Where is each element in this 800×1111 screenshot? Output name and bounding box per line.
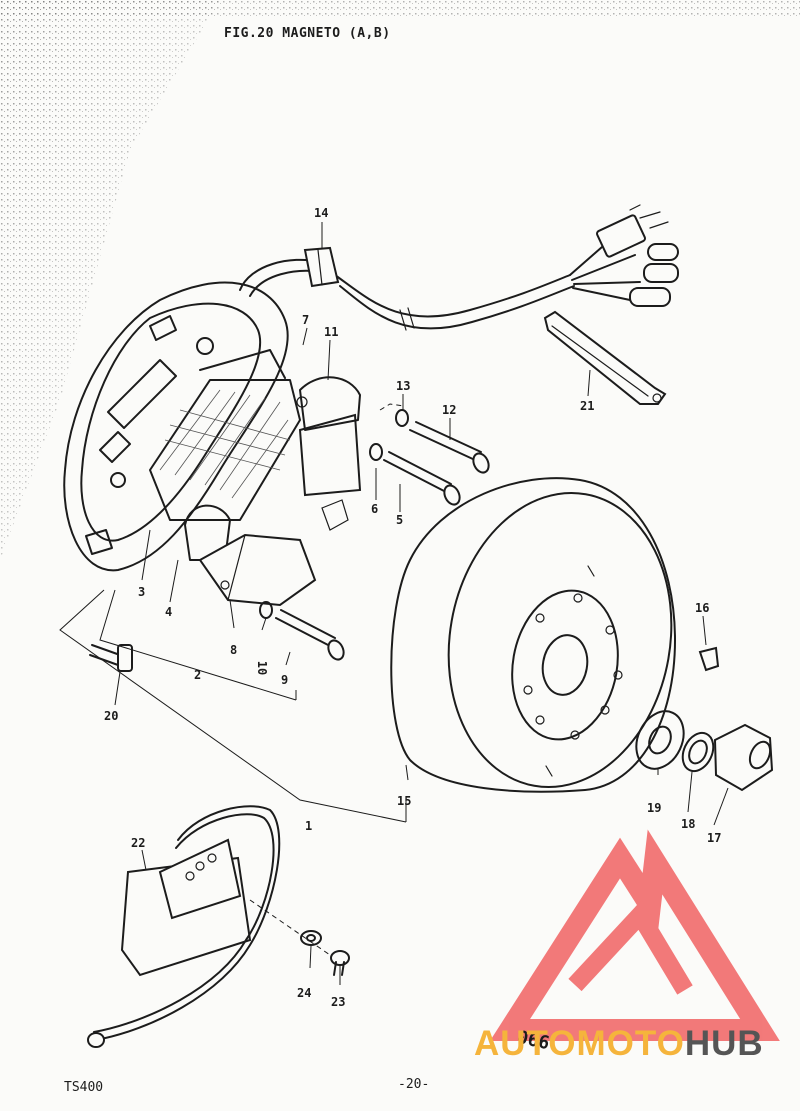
automotohub-logo <box>489 829 780 1041</box>
callout-13: 13 <box>396 379 411 393</box>
watermark-text: AUTOMOTOHUB <box>474 1026 764 1061</box>
callout-23: 23 <box>331 995 346 1009</box>
callout-18: 18 <box>681 817 696 831</box>
callout-8: 8 <box>230 643 238 657</box>
callout-1: 1 <box>305 819 313 833</box>
watermark-part2: HUB <box>684 1024 764 1063</box>
callout-10: 10 <box>255 660 270 676</box>
callout-14: 14 <box>314 206 329 220</box>
callout-17: 17 <box>707 831 722 845</box>
callout-5: 5 <box>396 513 404 527</box>
callout-22: 22 <box>131 836 146 850</box>
stator-base-plate <box>63 204 679 607</box>
watermark-part1: AUTOMOTO <box>474 1024 685 1063</box>
callout-12: 12 <box>442 403 457 417</box>
callout-11: 11 <box>324 325 339 339</box>
callout-leaders <box>59 222 729 985</box>
callout-16: 16 <box>695 601 710 615</box>
callout-3: 3 <box>138 585 146 599</box>
callout-24: 24 <box>297 986 312 1000</box>
diagram-title: FIG.20 MAGNETO (A,B) <box>224 26 391 41</box>
model-label: TS400 <box>64 1080 104 1095</box>
callout-19: 19 <box>647 801 662 815</box>
page-number: -20- <box>398 1077 430 1092</box>
callout-21: 21 <box>580 399 595 413</box>
rotor-flywheel <box>390 477 676 793</box>
callout-7: 7 <box>302 313 310 327</box>
callout-2: 2 <box>194 668 202 682</box>
callout-6: 6 <box>371 502 379 516</box>
cdi-unit <box>87 805 350 1048</box>
callout-15: 15 <box>397 794 412 808</box>
callout-9: 9 <box>281 673 289 687</box>
callout-4: 4 <box>165 605 173 619</box>
rotor-nut-and-washers <box>635 710 774 792</box>
callout-20: 20 <box>104 709 119 723</box>
